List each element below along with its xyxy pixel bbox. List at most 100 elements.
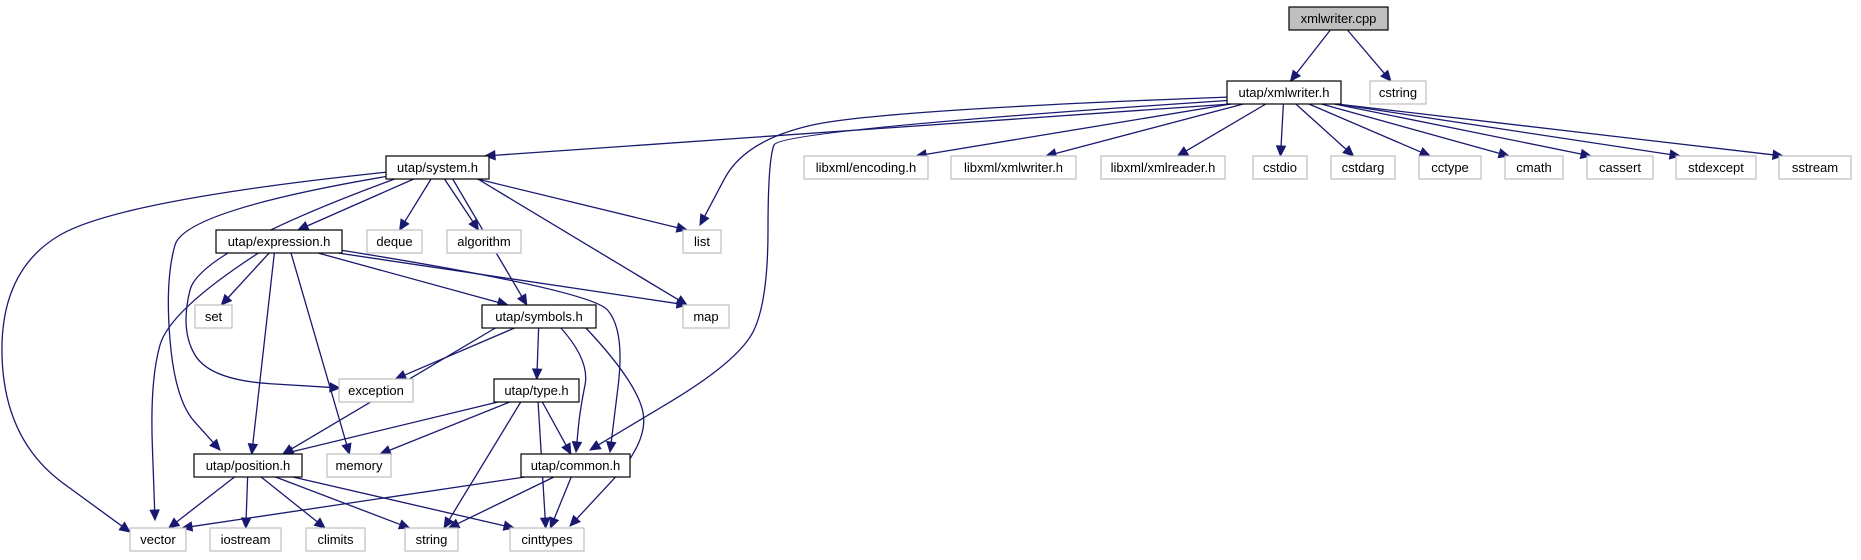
node-utap-system-h[interactable]: utap/system.h	[385, 155, 490, 180]
node-label: libxml/xmlreader.h	[1111, 160, 1216, 175]
edge-utap_type_h-to-utap_common_h	[541, 401, 572, 456]
edge-utap_system_h-to-exception	[185, 176, 401, 393]
node-label: deque	[376, 234, 412, 249]
edge-utap_expression_h-to-set	[220, 252, 270, 306]
node-label: utap/common.h	[531, 458, 621, 473]
edge-utap_common_h-to-cinttypes	[549, 476, 572, 530]
edge-utap_position_h-to-string	[275, 476, 411, 530]
node-label: utap/position.h	[206, 458, 291, 473]
node-libxml-xmlreader-h: libxml/xmlreader.h	[1100, 155, 1226, 180]
node-label: memory	[336, 458, 383, 473]
edge-utap_expression_h-to-memory	[290, 252, 352, 456]
node-label: stdexcept	[1688, 160, 1744, 175]
node-deque: deque	[366, 229, 423, 254]
node-iostream: iostream	[209, 527, 282, 552]
edge-utap_xmlwriter_h-to-utap_common_h	[588, 99, 1236, 451]
node-stdexcept: stdexcept	[1675, 155, 1757, 180]
node-label: vector	[140, 532, 176, 547]
node-xmlwriter-cpp[interactable]: xmlwriter.cpp	[1288, 6, 1389, 31]
node-label: set	[205, 309, 223, 324]
node-cstdio: cstdio	[1252, 155, 1308, 180]
node-string: string	[404, 527, 459, 552]
edge-utap_position_h-to-climits	[260, 476, 326, 529]
node-cstring: cstring	[1369, 80, 1427, 105]
edge-utap_expression_h-to-utap_position_h	[247, 252, 275, 456]
node-label: cassert	[1599, 160, 1641, 175]
edge-utap_xmlwriter_h-to-list	[699, 96, 1231, 227]
node-algorithm: algorithm	[446, 229, 522, 254]
node-utap-common-h[interactable]: utap/common.h	[520, 453, 631, 478]
node-label: utap/symbols.h	[495, 309, 582, 324]
edge-utap_position_h-to-vector	[167, 476, 235, 529]
node-label: climits	[317, 532, 354, 547]
node-label: algorithm	[457, 234, 510, 249]
node-cmath: cmath	[1504, 155, 1564, 180]
node-label: cstring	[1379, 85, 1417, 100]
node-label: xmlwriter.cpp	[1301, 11, 1377, 26]
node-label: sstream	[1792, 160, 1838, 175]
edge-utap_common_h-to-vector	[180, 476, 526, 532]
node-utap-symbols-h[interactable]: utap/symbols.h	[481, 304, 597, 329]
node-label: iostream	[221, 532, 271, 547]
node-utap-type-h[interactable]: utap/type.h	[493, 378, 580, 403]
edge-utap_xmlwriter_h-to-utap_system_h	[483, 103, 1232, 161]
file-nodes: xmlwriter.cpp utap/xmlwriter.h cstring utap…	[129, 6, 1852, 552]
node-label: utap/xmlwriter.h	[1238, 85, 1329, 100]
node-cctype: cctype	[1418, 155, 1482, 180]
edge-utap_system_h-to-algorithm	[443, 178, 480, 232]
node-utap-expression-h[interactable]: utap/expression.h	[215, 229, 343, 254]
edge-utap_xmlwriter_h-to-cstdio	[1275, 103, 1287, 158]
edge-xmlwriter_cpp-to-cstring	[1346, 29, 1392, 82]
node-utap-position-h[interactable]: utap/position.h	[193, 453, 303, 478]
node-utap-xmlwriter-h[interactable]: utap/xmlwriter.h	[1226, 80, 1342, 105]
edge-utap_system_h-to-vector	[1, 171, 389, 533]
edge-xmlwriter_cpp-to-utap_xmlwriter_h	[1289, 29, 1331, 82]
node-label: libxml/encoding.h	[816, 160, 916, 175]
edge-utap_common_h-to-string	[447, 476, 555, 529]
edge-utap_xmlwriter_h-to-stdexcept	[1336, 103, 1682, 160]
node-label: string	[416, 532, 448, 547]
node-label: cctype	[1431, 160, 1469, 175]
edge-utap_system_h-to-deque	[399, 178, 432, 232]
node-label: utap/system.h	[397, 160, 478, 175]
node-map: map	[682, 304, 730, 329]
edge-utap_symbols_h-to-utap_type_h	[531, 327, 543, 381]
edge-utap_type_h-to-memory	[379, 401, 511, 455]
edge-utap_xmlwriter_h-to-libxml_xmlreader_h	[1176, 103, 1267, 157]
edge-utap_xmlwriter_h-to-cstdarg	[1295, 103, 1355, 157]
node-cassert: cassert	[1586, 155, 1654, 180]
edge-utap_position_h-to-iostream	[240, 476, 252, 530]
node-set: set	[194, 304, 233, 329]
node-label: map	[693, 309, 718, 324]
node-label: cmath	[1516, 160, 1551, 175]
dependency-edges	[1, 29, 1785, 533]
edge-utap_system_h-to-list	[477, 178, 689, 233]
node-cinttypes: cinttypes	[509, 527, 585, 552]
node-sstream: sstream	[1778, 155, 1852, 180]
node-libxml-xmlwriter-h: libxml/xmlwriter.h	[950, 155, 1077, 180]
edge-utap_expression_h-to-map	[337, 252, 689, 309]
node-libxml-encoding-h: libxml/encoding.h	[803, 155, 929, 180]
edge-utap_system_h-to-utap_position_h	[167, 174, 396, 451]
edge-utap_type_h-to-string	[443, 401, 522, 530]
node-vector: vector	[129, 527, 187, 552]
node-list: list	[682, 229, 722, 254]
edge-utap_xmlwriter_h-to-cctype	[1308, 103, 1432, 157]
edge-utap_expression_h-to-utap_symbols_h	[317, 252, 509, 308]
edge-utap_symbols_h-to-utap_common_h	[559, 326, 587, 454]
edge-utap_xmlwriter_h-to-sstream	[1336, 103, 1785, 161]
node-label: cstdarg	[1342, 160, 1385, 175]
node-label: cstdio	[1263, 160, 1297, 175]
edge-utap_symbols_h-to-exception	[394, 327, 515, 380]
node-label: utap/type.h	[504, 383, 568, 398]
node-label: libxml/xmlwriter.h	[964, 160, 1063, 175]
edge-utap_system_h-to-utap_expression_h	[296, 178, 414, 231]
node-label: utap/expression.h	[228, 234, 331, 249]
node-climits: climits	[305, 527, 366, 552]
node-label: exception	[348, 383, 404, 398]
node-exception: exception	[338, 378, 414, 403]
node-label: list	[694, 234, 710, 249]
node-cstdarg: cstdarg	[1330, 155, 1396, 180]
edge-utap_type_h-to-utap_position_h	[281, 401, 499, 457]
